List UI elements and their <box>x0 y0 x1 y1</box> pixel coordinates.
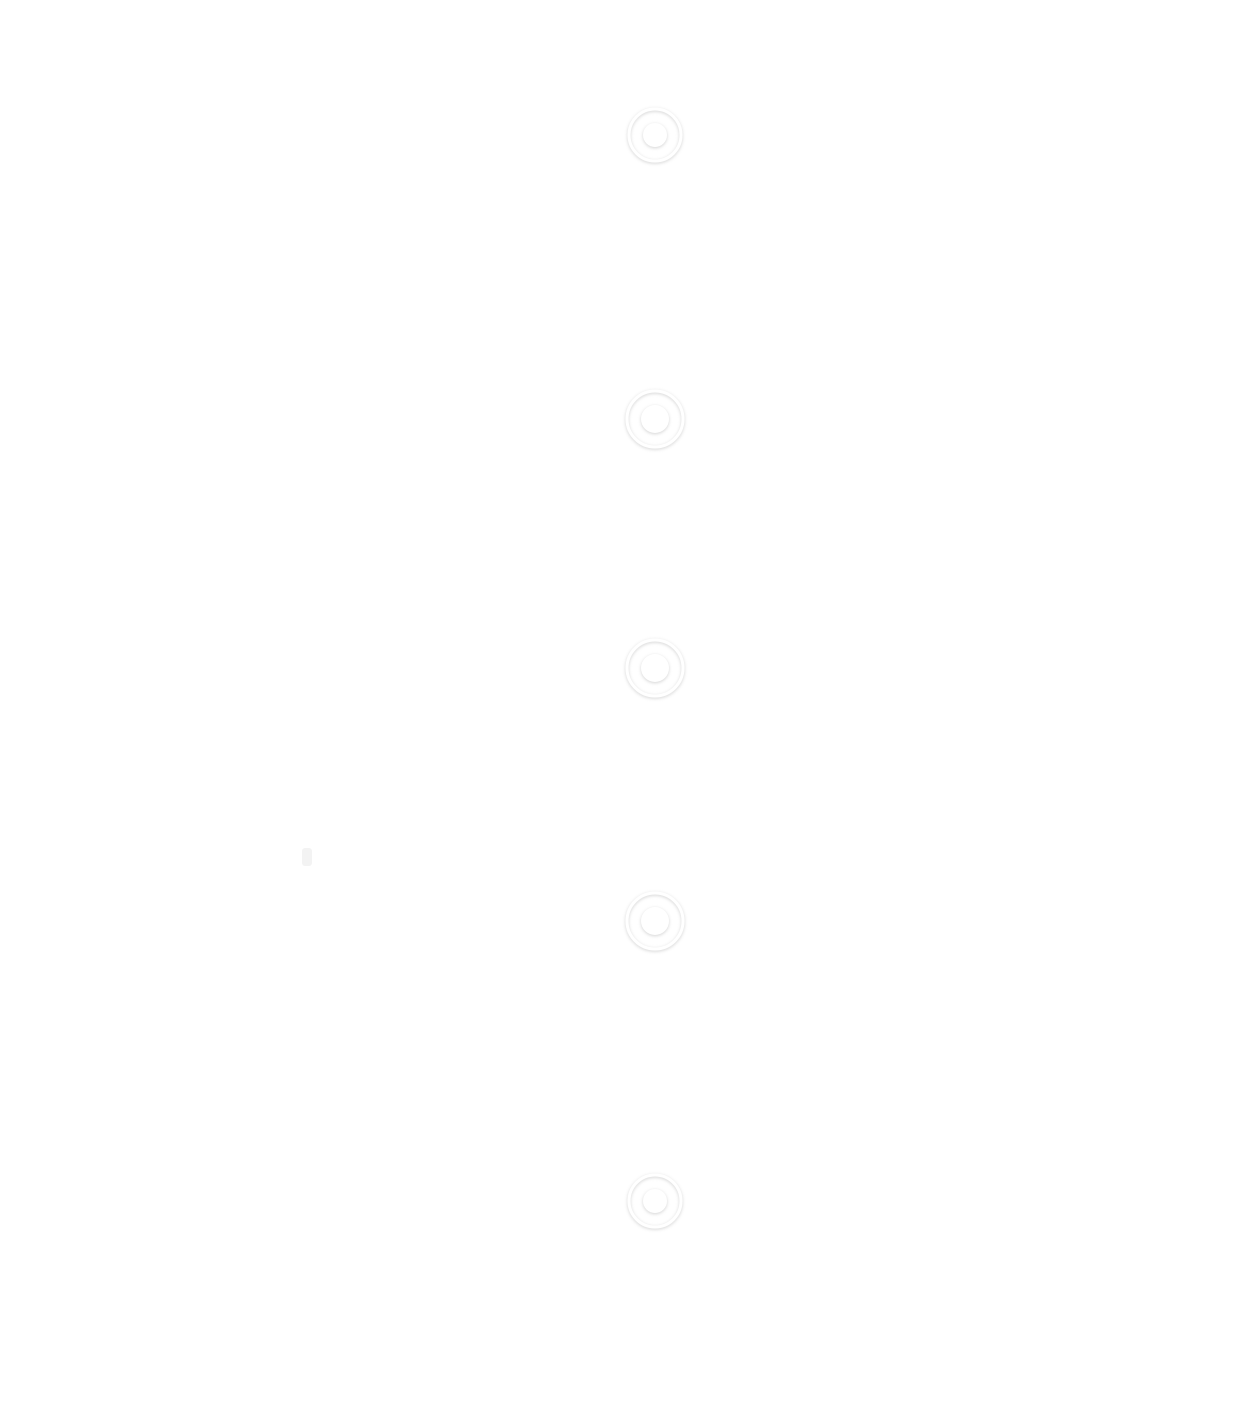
faint-mark <box>302 848 312 866</box>
timeline-node-4 <box>641 907 669 935</box>
timeline-item-5 <box>627 1173 915 1229</box>
timeline-node-2-ring <box>625 389 685 449</box>
timeline-node-1 <box>643 123 667 147</box>
timeline-node-5-ring <box>627 1173 683 1229</box>
timeline-item-3 <box>625 638 911 698</box>
timeline-node-2 <box>641 405 669 433</box>
timeline-node-5 <box>643 1189 667 1213</box>
timeline-item-4 <box>400 891 685 951</box>
timeline-node-3-ring <box>625 638 685 698</box>
timeline-item-1 <box>627 107 911 163</box>
timeline-node-4-ring <box>625 891 685 951</box>
timeline-node-1-ring <box>627 107 683 163</box>
timeline-node-3 <box>641 654 669 682</box>
timeline-item-2 <box>400 389 685 449</box>
